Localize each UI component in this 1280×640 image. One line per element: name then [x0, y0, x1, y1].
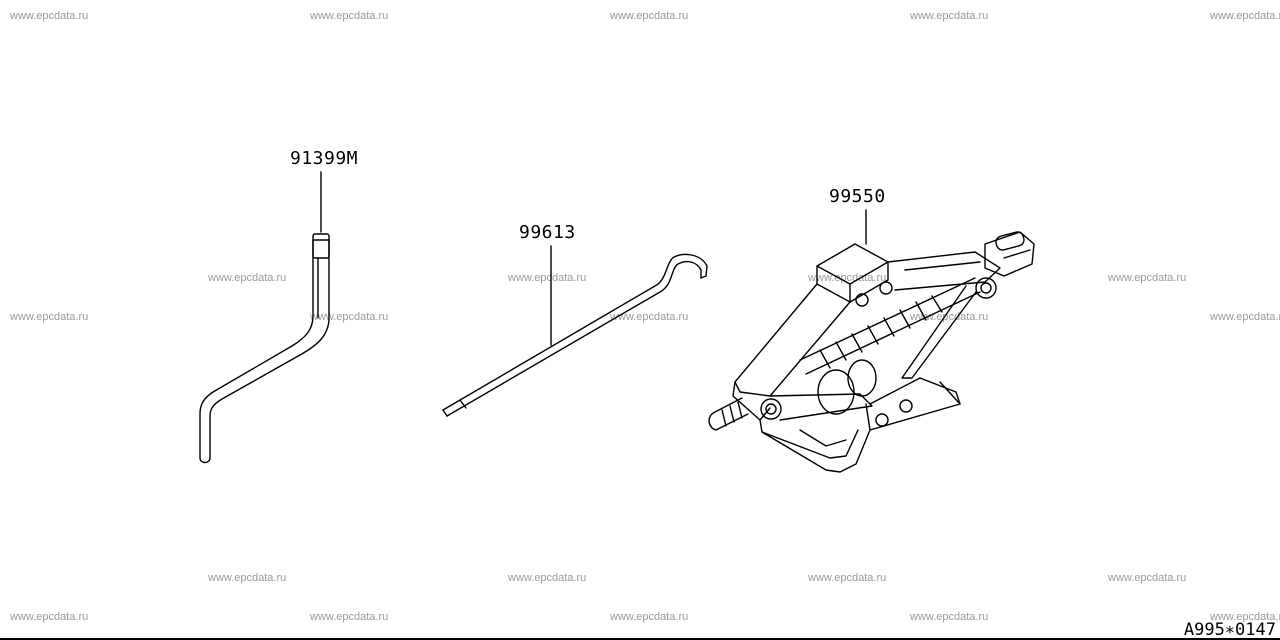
watermark-text: www.epcdata.ru	[10, 10, 89, 22]
jack-rod-drawing	[442, 253, 708, 417]
watermark-text: www.epcdata.ru	[610, 10, 689, 22]
diagram-code: A995∗0147	[1183, 620, 1276, 640]
watermark-text: www.epcdata.ru	[910, 611, 989, 623]
watermark-text: www.epcdata.ru	[910, 311, 989, 323]
part-number-rod: 99613	[519, 222, 576, 243]
watermark-text: www.epcdata.ru	[1210, 10, 1280, 22]
watermark-text: www.epcdata.ru	[310, 10, 389, 22]
watermark-text: www.epcdata.ru	[208, 572, 287, 584]
watermark-text: www.epcdata.ru	[10, 311, 89, 323]
bottom-rule	[0, 638, 1280, 640]
watermark-text: www.epcdata.ru	[208, 272, 287, 284]
part-number-handle: 91399M	[290, 148, 359, 169]
watermark-text: www.epcdata.ru	[808, 572, 887, 584]
watermark-text: www.epcdata.ru	[508, 272, 587, 284]
watermark-text: www.epcdata.ru	[508, 572, 587, 584]
watermark-text: www.epcdata.ru	[10, 611, 89, 623]
jack-handle-drawing	[199, 233, 330, 464]
watermark-text: www.epcdata.ru	[610, 311, 689, 323]
watermark-text: www.epcdata.ru	[610, 611, 689, 623]
watermark-text: www.epcdata.ru	[1108, 572, 1187, 584]
part-number-jack: 99550	[829, 186, 886, 207]
scissor-jack-drawing	[708, 231, 1035, 473]
watermark-text: www.epcdata.ru	[310, 611, 389, 623]
watermark-text: www.epcdata.ru	[1210, 311, 1280, 323]
watermark-text: www.epcdata.ru	[1108, 272, 1187, 284]
watermark-text: www.epcdata.ru	[910, 10, 989, 22]
watermark-text: www.epcdata.ru	[1210, 611, 1280, 623]
